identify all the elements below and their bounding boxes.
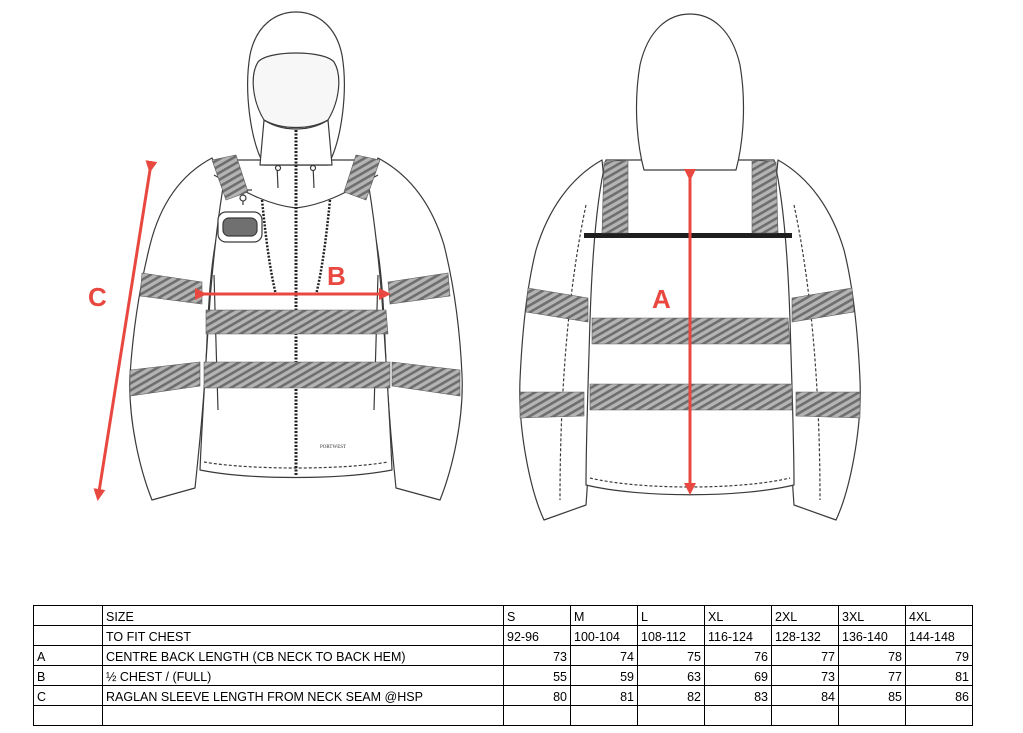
row-value: 73 — [503, 645, 571, 666]
size-heading: XL — [704, 605, 772, 626]
row-code: C — [33, 685, 103, 706]
header-label-cell: SIZE — [102, 605, 504, 626]
size-header-row: SIZE S M L XL 2XL 3XL 4XL — [33, 605, 973, 626]
row-value: 75 — [637, 645, 705, 666]
row-value: 73 — [771, 665, 839, 686]
row-value: 59 — [570, 665, 638, 686]
back-sleeve-tape-lower-right — [795, 391, 861, 419]
row-code: B — [33, 665, 103, 686]
table-row: B ½ CHEST / (FULL) 55 59 63 69 73 77 81 — [33, 665, 973, 686]
row-value: 100-104 — [570, 625, 638, 646]
front-right-sleeve — [363, 157, 463, 501]
front-body-tape-lower — [203, 361, 391, 389]
dimension-arrows — [93, 160, 696, 501]
back-view — [519, 13, 861, 521]
row-value: 108-112 — [637, 625, 705, 646]
size-heading: 3XL — [838, 605, 906, 626]
badge-window — [222, 217, 258, 237]
row-value — [503, 705, 571, 726]
row-value: 81 — [570, 685, 638, 706]
row-value — [637, 705, 705, 726]
left-chest-zip — [260, 199, 278, 296]
row-value — [570, 705, 638, 726]
back-yoke-band — [584, 233, 792, 238]
row-label: TO FIT CHEST — [102, 625, 504, 646]
row-value: 128-132 — [771, 625, 839, 646]
table-row: TO FIT CHEST 92-96 100-104 108-112 116-1… — [33, 625, 973, 646]
table-row: A CENTRE BACK LENGTH (CB NECK TO BACK HE… — [33, 645, 973, 666]
row-value — [838, 705, 906, 726]
back-hood — [635, 13, 745, 171]
row-code: A — [33, 645, 103, 666]
row-value: 63 — [637, 665, 705, 686]
row-code — [33, 705, 103, 726]
row-value: 78 — [838, 645, 906, 666]
row-value — [704, 705, 772, 726]
row-code — [33, 625, 103, 646]
row-value: 83 — [704, 685, 772, 706]
table-row — [33, 705, 973, 726]
back-sleeve-seam-right — [793, 204, 821, 501]
size-heading: M — [570, 605, 638, 626]
row-value: 81 — [905, 665, 973, 686]
size-chart-table: SIZE S M L XL 2XL 3XL 4XL TO FIT CHEST 9… — [33, 605, 973, 726]
drawcord-eyelet-left — [274, 164, 282, 172]
row-value: 69 — [704, 665, 772, 686]
front-shoulder-tape-right — [343, 154, 381, 201]
row-value: 85 — [838, 685, 906, 706]
row-value — [905, 705, 973, 726]
row-value: 82 — [637, 685, 705, 706]
back-shoulder-tape-left — [601, 159, 629, 234]
back-shoulder-tape-right — [751, 159, 779, 234]
front-zips — [260, 130, 332, 475]
size-heading: L — [637, 605, 705, 626]
row-value: 76 — [704, 645, 772, 666]
row-value: 116-124 — [704, 625, 772, 646]
row-value: 74 — [570, 645, 638, 666]
row-value: 84 — [771, 685, 839, 706]
row-value: 136-140 — [838, 625, 906, 646]
size-heading: S — [503, 605, 571, 626]
dimension-label-a: A — [652, 284, 671, 314]
back-sleeve-tape-upper-left — [525, 287, 589, 323]
table-row: C RAGLAN SLEEVE LENGTH FROM NECK SEAM @H… — [33, 685, 973, 706]
back-reflective-tape — [519, 159, 861, 419]
row-value: 86 — [905, 685, 973, 706]
size-heading: 4XL — [905, 605, 973, 626]
row-value: 80 — [503, 685, 571, 706]
row-value: 77 — [771, 645, 839, 666]
front-hood-opening — [252, 52, 340, 129]
row-value: 55 — [503, 665, 571, 686]
row-label: RAGLAN SLEEVE LENGTH FROM NECK SEAM @HSP — [102, 685, 504, 706]
right-chest-zip — [314, 199, 332, 296]
row-value: 92-96 — [503, 625, 571, 646]
row-label — [102, 705, 504, 726]
size-heading: 2XL — [771, 605, 839, 626]
row-value: 77 — [838, 665, 906, 686]
front-body-tape-upper — [205, 309, 389, 335]
header-code-cell — [33, 605, 103, 626]
back-sleeve-tape-lower-left — [519, 391, 585, 419]
jacket-technical-drawing: PORTWEST C B A — [88, 11, 861, 521]
row-value: 144-148 — [905, 625, 973, 646]
row-value: 79 — [905, 645, 973, 666]
dimension-label-b: B — [327, 261, 346, 291]
back-sleeve-tape-upper-right — [791, 287, 855, 323]
drawcord-eyelet-right — [309, 164, 317, 172]
back-sleeve-seam-left — [559, 204, 587, 501]
pocket-button — [239, 194, 247, 202]
row-value — [771, 705, 839, 726]
front-brand-mark: PORTWEST — [320, 445, 346, 450]
arrow-c — [93, 160, 158, 501]
row-label: ½ CHEST / (FULL) — [102, 665, 504, 686]
front-shoulder-tape-left — [211, 154, 249, 201]
row-label: CENTRE BACK LENGTH (CB NECK TO BACK HEM) — [102, 645, 504, 666]
dimension-label-c: C — [88, 282, 107, 312]
front-sleeve-tape-lower-right — [391, 361, 461, 397]
